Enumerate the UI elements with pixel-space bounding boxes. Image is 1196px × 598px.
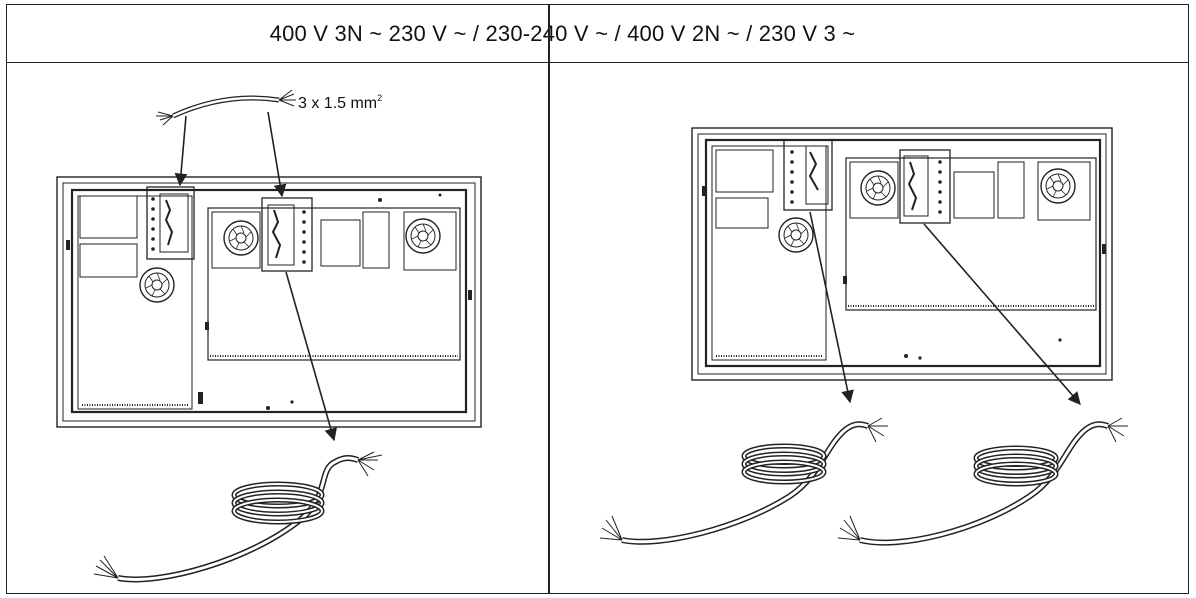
bridge-wire-label: 3 x 1.5 mm2 [298,93,382,112]
right-hob-underside [691,127,1113,381]
right-supply-cable-1 [599,211,888,545]
supply-voltage-header: 400 V 3N ~ 230 V ~ / 230-240 V ~ / 400 V… [7,5,1188,63]
panel-divider [548,5,550,593]
right-supply-cable-2 [837,223,1128,546]
left-supply-cable [93,271,383,583]
left-hob-underside [56,176,482,428]
supply-voltage-text: 400 V 3N ~ 230 V ~ / 230-240 V ~ / 400 V… [269,20,856,46]
bridge-wire: 3 x 1.5 mm2 [156,89,382,198]
